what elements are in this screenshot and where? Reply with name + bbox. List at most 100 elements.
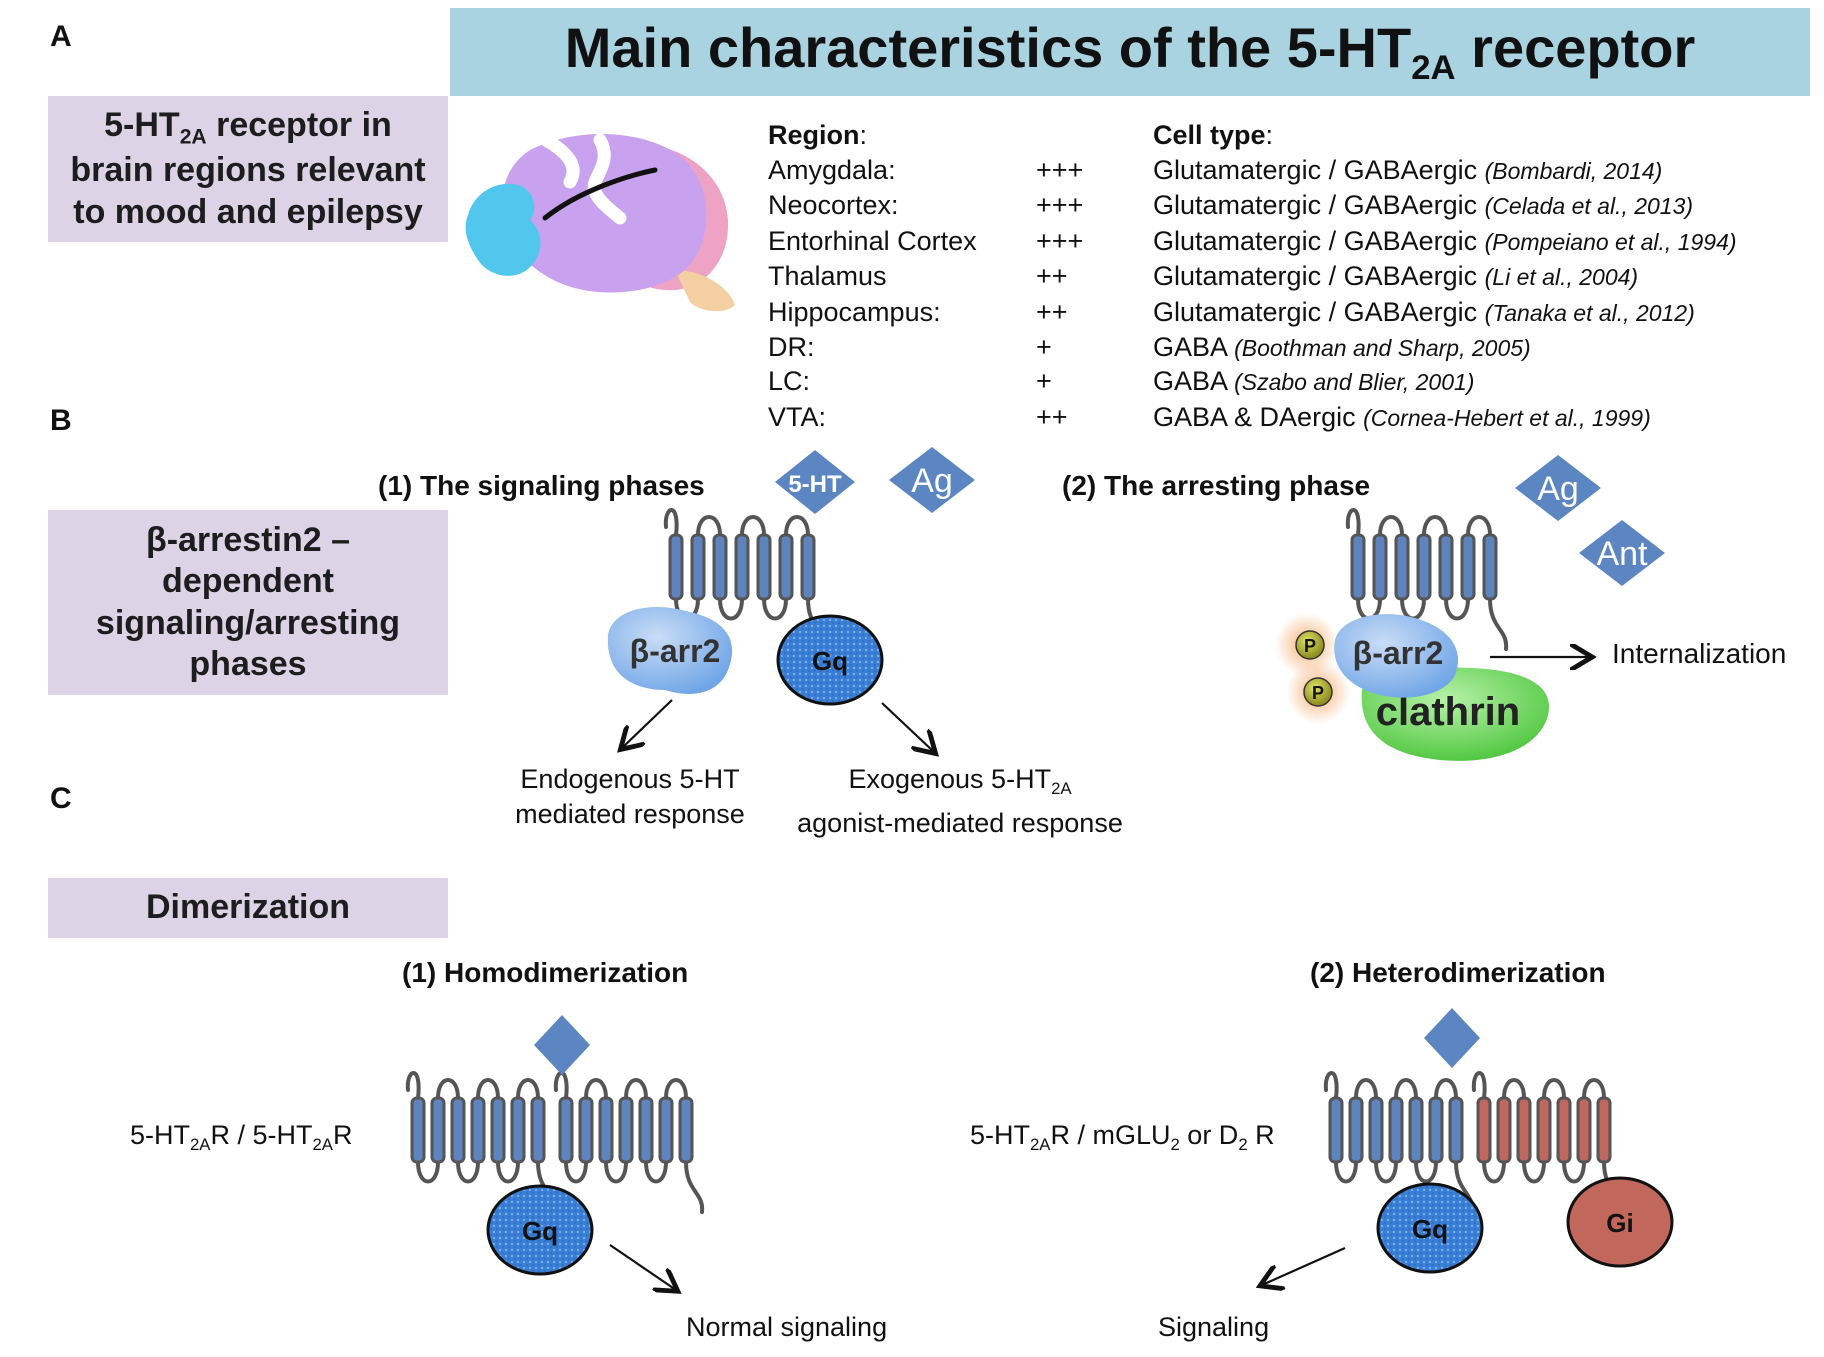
barrestin-box: β-arrestin2 – dependent signaling/arrest… xyxy=(48,510,448,695)
receptor-helix xyxy=(450,1096,466,1164)
receptor-signaling xyxy=(663,508,827,651)
barr2-arrest-label: β-arr2 xyxy=(1353,635,1444,671)
gq-protein: Gq xyxy=(776,614,884,706)
brain-sulcus-white-1 xyxy=(535,131,580,189)
box-a-line2: brain regions relevant xyxy=(70,151,426,190)
box-b-line4: phases xyxy=(189,644,307,683)
homo-label-a: 5-HT xyxy=(130,1120,190,1150)
celltype-cell: Glutamatergic / GABAergic (Tanaka et al.… xyxy=(1153,295,1695,331)
celltype-cell: GABA (Szabo and Blier, 2001) xyxy=(1153,364,1474,400)
phospho-p2: P xyxy=(1303,677,1333,707)
brain-stem xyxy=(675,270,735,312)
receptor-helix xyxy=(800,533,816,601)
phospho-p2-label: P xyxy=(1312,683,1324,703)
homo-pair-label: 5-HT2AR / 5-HT2AR xyxy=(130,1120,352,1155)
exogenous-sub: 2A xyxy=(1051,778,1072,798)
signaling-label: Signaling xyxy=(1158,1312,1270,1342)
endogenous-line1: Endogenous 5-HT xyxy=(520,764,740,794)
brain-illustration xyxy=(465,131,735,312)
density-cell: + xyxy=(1036,330,1052,365)
box-a-line1: 5-HT2A receptor in xyxy=(70,105,425,150)
cell-type-value: Glutamatergic / GABAergic xyxy=(1153,155,1478,185)
signaling-phases-title: (1) The signaling phases xyxy=(378,470,705,501)
region-cell: Neocortex: xyxy=(768,188,899,223)
title-suffix: receptor xyxy=(1455,16,1696,80)
receptor-helix xyxy=(598,1096,614,1164)
arrow-signaling xyxy=(1262,1246,1346,1285)
title-prefix: Main characteristics of the 5-HT xyxy=(564,16,1412,80)
receptor-loops xyxy=(405,1071,557,1214)
celltype-header: Cell type: xyxy=(1153,118,1273,153)
hetero-gi-label: Gi xyxy=(1606,1208,1633,1238)
density-cell: ++ xyxy=(1036,400,1068,435)
brain-regions-box: 5-HT2A receptor in brain regions relevan… xyxy=(48,96,448,242)
receptor-helix xyxy=(1368,1096,1384,1164)
receptor-helix xyxy=(530,1096,546,1164)
celltype-cell: Glutamatergic / GABAergic (Pompeiano et … xyxy=(1153,224,1737,260)
cell-type-value: Glutamatergic / GABAergic xyxy=(1153,261,1478,291)
homodimerization-title: (1) Homodimerization xyxy=(402,957,689,988)
cell-type-value: GABA xyxy=(1153,366,1227,396)
hetero-ligand-diamond xyxy=(1424,1008,1480,1068)
receptor-loops xyxy=(1471,1071,1623,1214)
receptor-helix xyxy=(1536,1096,1552,1164)
barr2-protein-arrest: β-arr2 xyxy=(1334,614,1459,698)
region-header-label: Region xyxy=(768,120,860,150)
receptor-helix xyxy=(1482,533,1498,601)
receptor-helix xyxy=(668,533,684,601)
receptor-helix xyxy=(1556,1096,1572,1164)
celltype-cell: Glutamatergic / GABAergic (Li et al., 20… xyxy=(1153,259,1638,295)
density-cell: +++ xyxy=(1036,153,1083,188)
receptor-helix xyxy=(658,1096,674,1164)
panel-letter-a: A xyxy=(50,20,72,53)
box-b-line2: dependent xyxy=(162,562,334,601)
dimerization-box: Dimerization xyxy=(48,878,448,938)
receptor-helix xyxy=(1388,1096,1404,1164)
ligand-ant-label: Ant xyxy=(1596,535,1648,573)
box-a-sub: 2A xyxy=(179,125,207,149)
receptor-helix xyxy=(756,533,772,601)
receptor-helix xyxy=(1348,1096,1364,1164)
gq-label: Gq xyxy=(812,646,848,676)
region-cell: DR: xyxy=(768,330,815,365)
receptor-helix xyxy=(638,1096,654,1164)
homo-ligand-diamond xyxy=(534,1015,590,1075)
receptor-homo-left xyxy=(405,1071,557,1214)
citation: (Boothman and Sharp, 2005) xyxy=(1234,335,1531,361)
density-value: +++ xyxy=(1036,190,1084,220)
density-value: ++ xyxy=(1036,261,1068,291)
receptor-helix xyxy=(1350,533,1366,601)
arresting-phase-title: (2) The arresting phase xyxy=(1062,470,1371,501)
homo-label-b: R / 5-HT xyxy=(210,1120,313,1150)
receptor-helix xyxy=(1516,1096,1532,1164)
exogenous-line1: Exogenous 5-HT2A xyxy=(770,762,1150,806)
ligand-ag-diamond-arrest: Ag xyxy=(1515,455,1601,521)
density-value: ++ xyxy=(1036,297,1068,327)
region-name: Thalamus xyxy=(768,261,887,291)
heterodimerization-title: (2) Heterodimerization xyxy=(1310,957,1606,988)
hetero-label-c-sub: 2 xyxy=(1238,1134,1248,1154)
region-cell: LC: xyxy=(768,364,810,399)
region-cell: Entorhinal Cortex xyxy=(768,224,977,259)
density-cell: + xyxy=(1036,364,1052,399)
citation: (Tanaka et al., 2012) xyxy=(1484,300,1695,326)
region-cell: Amygdala: xyxy=(768,153,896,188)
box-a-line3: to mood and epilepsy xyxy=(73,192,423,231)
cell-type-value: GABA & DAergic xyxy=(1153,402,1356,432)
cell-type-value: Glutamatergic / GABAergic xyxy=(1153,190,1478,220)
receptor-helix xyxy=(1328,1096,1344,1164)
hetero-gq-label: Gq xyxy=(1412,1214,1448,1244)
receptor-helix xyxy=(1496,1096,1512,1164)
density-value: + xyxy=(1036,366,1052,396)
receptor-helix xyxy=(1438,533,1454,601)
homo-label-a-sub: 2A xyxy=(190,1134,211,1154)
celltype-header-colon: : xyxy=(1265,120,1274,150)
region-header: Region: xyxy=(768,118,867,153)
phospho-p1: P xyxy=(1295,630,1325,660)
ligand-ag-arrest-label: Ag xyxy=(1537,470,1579,508)
endogenous-line2: mediated response xyxy=(515,799,745,829)
density-cell: ++ xyxy=(1036,259,1068,294)
receptor-helix xyxy=(1408,1096,1424,1164)
brain-sulcus-white-2 xyxy=(587,133,627,225)
hetero-gq-protein: Gq xyxy=(1376,1182,1484,1274)
